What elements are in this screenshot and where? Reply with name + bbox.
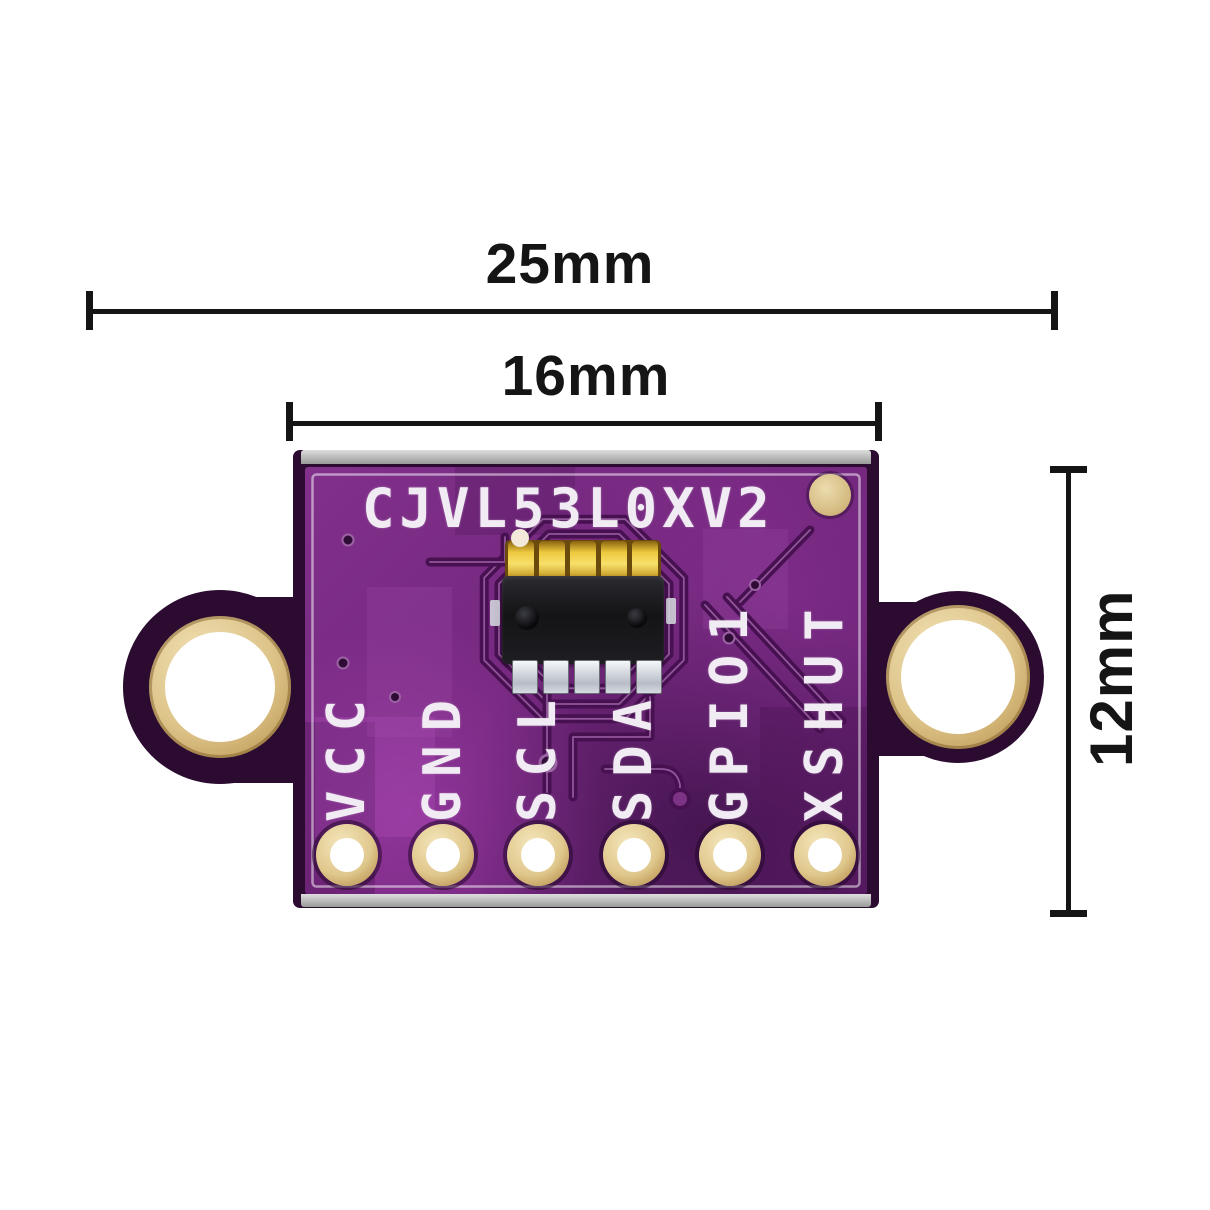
silkscreen-frame [311,473,861,888]
dimension-tick-right-16mm [875,402,882,441]
mounting-hole-right [901,620,1015,734]
fiducial-gold-dot [809,474,851,516]
pin-hole-bore [521,838,555,872]
dimension-label-16mm: 16mm [501,344,671,408]
solder-glint-left [490,600,500,626]
pcb-top-side-edge [301,450,871,464]
dimension-tick-bottom-12mm [1050,910,1087,917]
solder-glint-right [666,598,676,624]
dimension-line-25mm [87,309,1055,314]
pin-label-xshut: XSHUT [795,595,855,822]
chip-silver-pin [574,660,600,694]
chip-gold-pin [539,541,565,579]
dimension-label-25mm: 25mm [485,232,655,296]
chip-silver-pin [605,660,631,694]
dimension-label-12mm: 12mm [1078,589,1145,767]
emitter-aperture [515,606,539,630]
dimension-line-12mm [1066,469,1071,915]
pin-hole-gnd [412,824,474,886]
pin-label-gpio1: GPIO1 [700,595,760,822]
pin-label-sda: SDA [604,686,664,822]
chip-gold-pin [570,541,596,579]
pin-hole-bore [330,838,364,872]
dimension-tick-left-25mm [86,291,93,330]
chip-gold-pin [601,541,627,579]
chip-silver-pin [543,660,569,694]
pin-label-vcc: VCC [317,686,377,822]
pin-hole-bore [617,838,651,872]
pin-hole-bore [426,838,460,872]
pin-hole-scl [507,824,569,886]
vias [336,533,761,810]
receiver-aperture [627,608,647,628]
chip-pin1-dot [511,529,529,547]
mounting-hole-left [165,632,275,742]
dimension-tick-left-16mm [286,402,293,441]
dimension-tick-top-12mm [1050,466,1087,473]
chip-gold-pin [632,541,658,579]
dimension-tick-right-25mm [1051,291,1058,330]
pin-hole-vcc [316,824,378,886]
pin-hole-gpio1 [699,824,761,886]
chip-silver-pin [512,660,538,694]
pin-label-gnd: GND [413,686,473,822]
pin-hole-xshut [794,824,856,886]
pin-label-scl: SCL [508,686,568,822]
pcb-bottom-side-edge [301,894,871,907]
pin-hole-bore [713,838,747,872]
chip-gold-pin [508,541,534,579]
pin-hole-sda [603,824,665,886]
chip-silver-pin [636,660,662,694]
pin-hole-bore [808,838,842,872]
dimension-line-16mm [289,421,881,426]
silkscreen-title: CJVL53L0XV2 [362,477,775,540]
